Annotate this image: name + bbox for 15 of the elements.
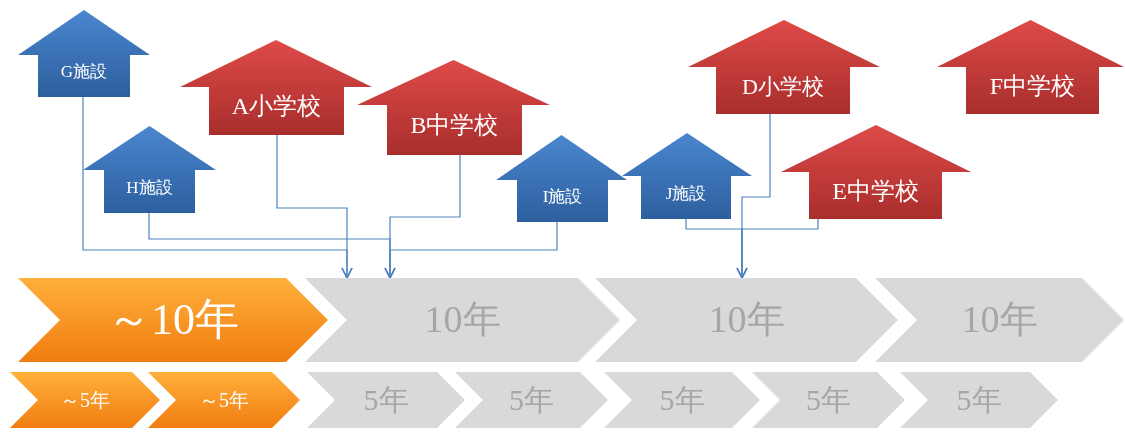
arrow-label: G施設	[60, 63, 108, 81]
connector-arrow	[384, 221, 558, 279]
connector-arrow	[276, 134, 353, 279]
arrow-label: H施設	[126, 178, 173, 197]
period-label: ～5年	[199, 389, 249, 411]
arrow-label: A小学校	[231, 94, 322, 120]
arrow-label: B中学校	[410, 113, 499, 139]
arrow-label: I施設	[542, 188, 583, 206]
arrow-label: D小学校	[742, 74, 824, 99]
arrow-label: J施設	[665, 184, 707, 203]
period-label: ～5年	[60, 389, 110, 411]
connector-arrow	[736, 218, 819, 279]
arrow-label: F中学校	[989, 73, 1076, 100]
period-label: ～10年	[107, 296, 239, 344]
arrow-label: E中学校	[832, 178, 919, 205]
